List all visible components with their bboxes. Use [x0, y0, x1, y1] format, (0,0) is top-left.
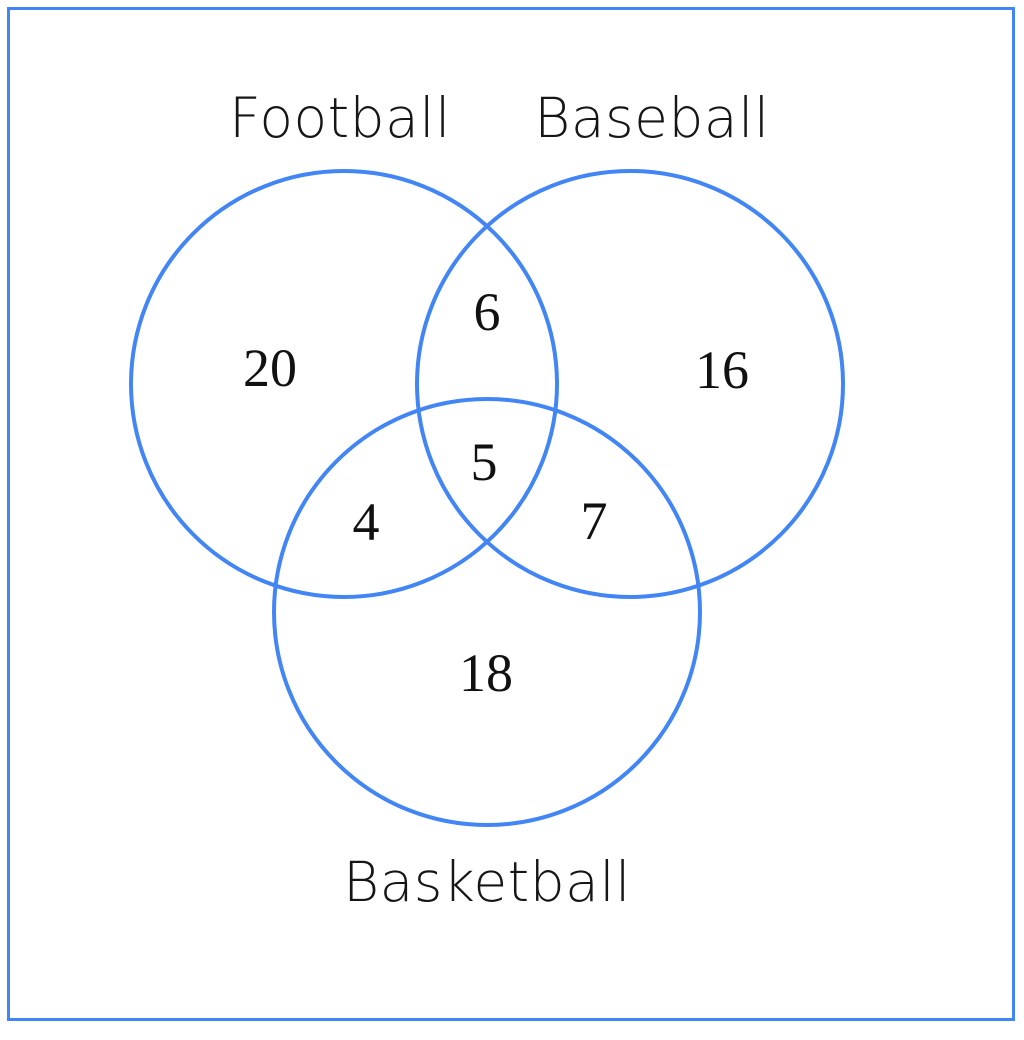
- region-value-baseball-only: 16: [695, 340, 749, 400]
- set-label-basketball: Basketball: [343, 850, 631, 914]
- region-value-football-basketball: 4: [352, 492, 380, 552]
- region-value-football-only: 20: [243, 338, 297, 398]
- set-label-football: Football: [229, 86, 451, 150]
- region-value-football-baseball: 6: [473, 282, 501, 342]
- region-value-baseball-basketball: 7: [580, 491, 608, 551]
- set-label-baseball: Baseball: [534, 86, 770, 150]
- region-value-basketball-only: 18: [459, 643, 513, 703]
- region-value-all-three: 5: [470, 432, 498, 492]
